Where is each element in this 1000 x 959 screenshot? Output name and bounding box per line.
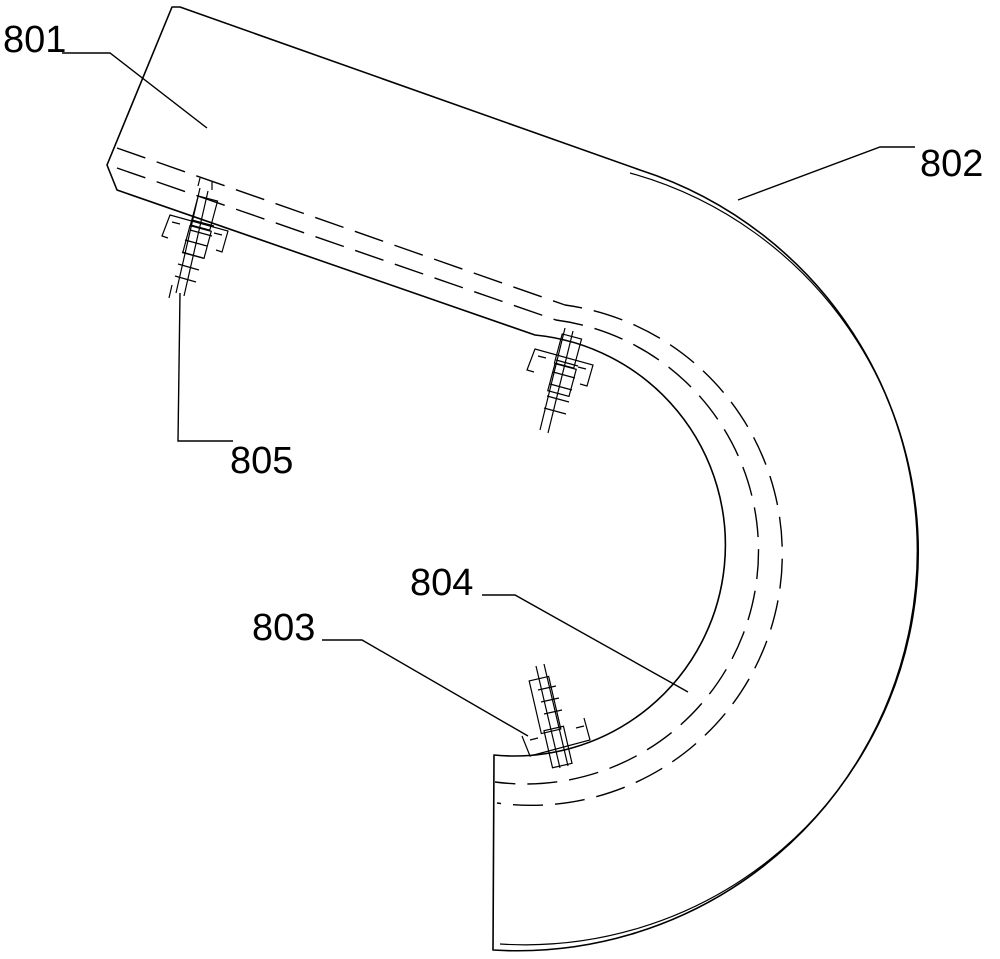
label-804: 804 [410,562,473,604]
leader-804 [482,595,688,692]
leader-805 [178,293,233,441]
channel-dashed-line-outer [117,148,782,805]
outer-arc-inner-line [500,173,918,945]
label-803: 803 [252,607,315,649]
bolt-assembly-803 [522,664,590,768]
bolt-assembly-805 [162,178,228,298]
label-805: 805 [230,440,293,482]
leader-803 [322,640,528,736]
bolt-assembly-middle [527,328,593,433]
leader-801 [62,53,207,128]
leader-802 [738,147,915,200]
label-802: 802 [920,143,983,185]
label-801: 801 [3,19,66,61]
bend-outer-outline [107,7,917,951]
